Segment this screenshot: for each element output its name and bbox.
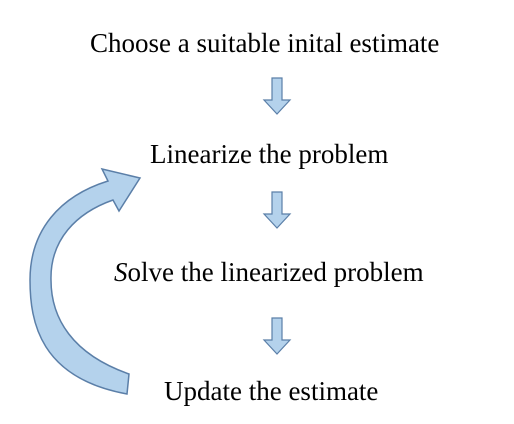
down-arrow-icon-2 [262, 191, 292, 229]
step-linearize-rest: inearize the problem [166, 139, 389, 169]
loop-back-arrow-icon [29, 167, 142, 395]
step-linearize-first-letter: L [150, 139, 167, 169]
down-arrow-icon-1 [262, 77, 292, 115]
step-update-estimate: Update the estimate [164, 376, 379, 406]
step-solve-first-letter: S [114, 257, 128, 287]
step-choose-estimate: Choose a suitable inital estimate [90, 28, 440, 58]
step-solve: Solve the linearized problem [114, 259, 424, 286]
step-linearize: Linearize the problem [150, 141, 388, 168]
down-arrow-icon-3 [262, 317, 292, 355]
step-solve-rest: olve the linearized problem [127, 257, 424, 287]
